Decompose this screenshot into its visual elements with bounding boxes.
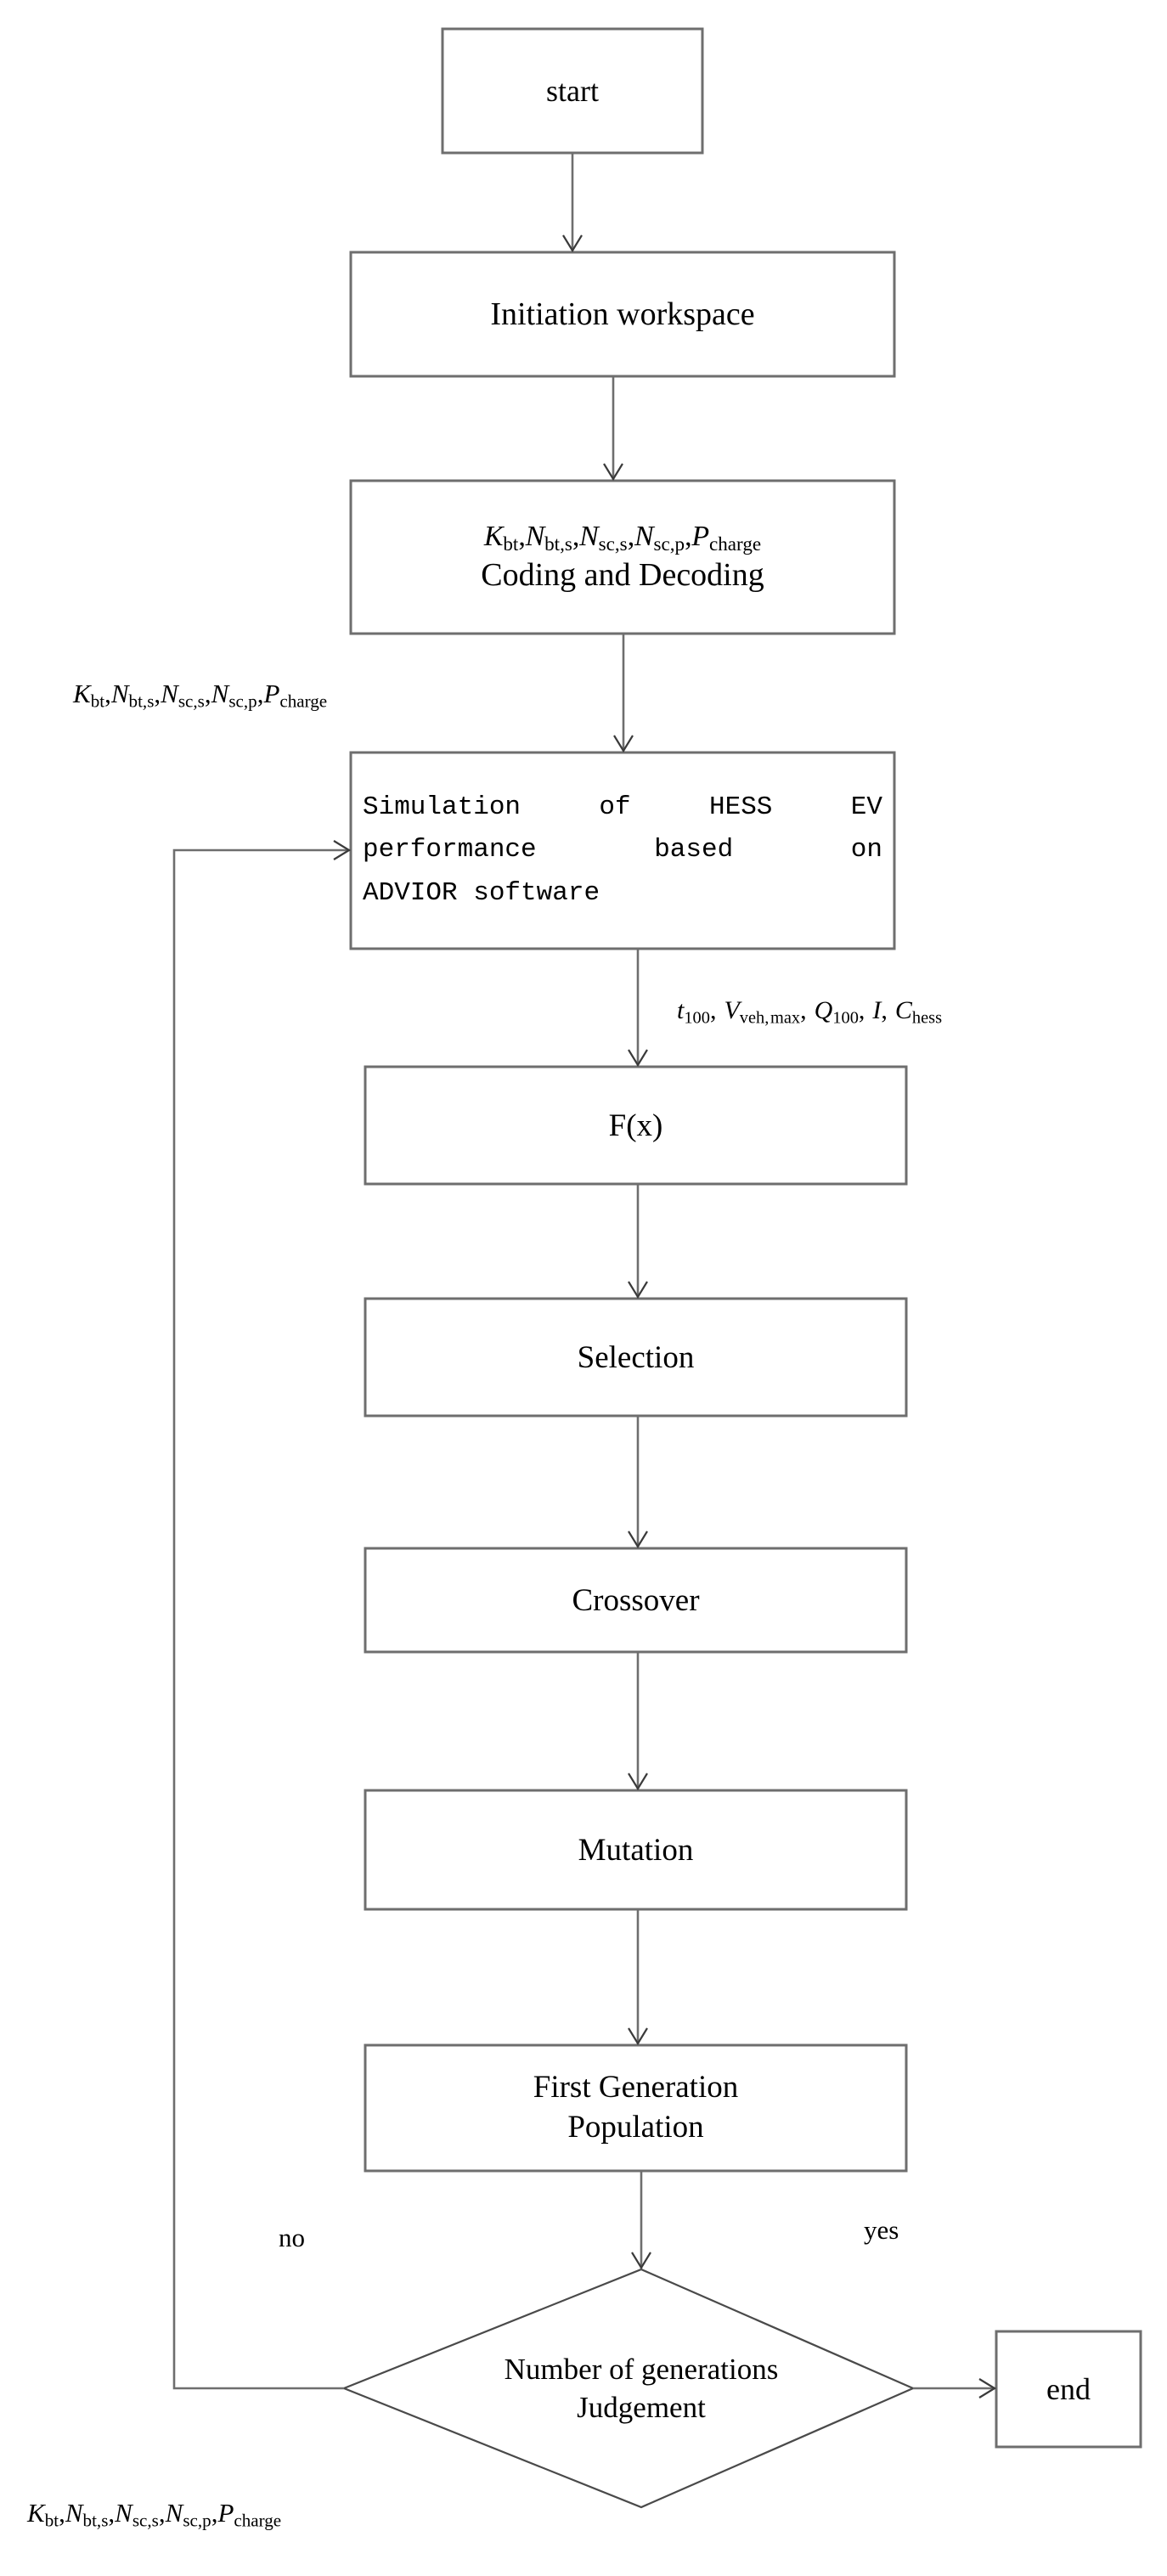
connector-population-to-judgement xyxy=(631,2171,651,2270)
node-label-coding: Kbt,Nbt,s,Nsc,s,Nsc,p,Pcharge Coding and… xyxy=(351,481,894,634)
connector-fitness-to-selection xyxy=(628,1184,648,1299)
connector-start-to-initiation xyxy=(562,153,583,253)
coding-variables-line: Kbt,Nbt,s,Nsc,s,Nsc,p,Pcharge xyxy=(483,521,762,555)
node-shape-population[interactable] xyxy=(364,2043,908,2173)
node-label-start: start xyxy=(546,74,599,108)
population-line-1: First Generation xyxy=(533,2070,739,2105)
node-label-fitness: F(x) xyxy=(608,1108,663,1143)
connector-judgement-yes-to-end xyxy=(913,2378,997,2398)
edge-label-final-outputs: Kbt,Nbt,s,Nsc,s,Nsc,p,Pcharge xyxy=(27,2498,282,2531)
connector-mutation-to-population xyxy=(628,1909,648,2046)
connector-coding-to-simulation xyxy=(613,634,634,753)
node-label-initiation: Initiation workspace xyxy=(490,296,755,332)
connector-crossover-to-mutation xyxy=(628,1652,648,1791)
node-shape-coding[interactable] xyxy=(349,479,896,635)
connector-simulation-to-fitness xyxy=(628,949,648,1068)
node-shape-judgement[interactable] xyxy=(341,2268,916,2509)
connector-initiation-to-coding xyxy=(603,376,623,482)
node-label-selection: Selection xyxy=(577,1339,695,1375)
node-shape-mutation[interactable] xyxy=(364,1789,908,1911)
node-shape-selection[interactable] xyxy=(364,1297,908,1418)
edge-label-simulation-outputs: t100,Vveh, max,Q100,I,Chess xyxy=(677,996,943,1028)
node-label-judgement: Number of generations Judgement xyxy=(386,2327,896,2450)
node-label-end: end xyxy=(1046,2372,1091,2406)
edge-label-yes: yes xyxy=(864,2215,899,2245)
judgement-line-2: Judgement xyxy=(577,2390,706,2424)
node-shape-simulation[interactable] xyxy=(349,751,896,950)
node-label-population: First Generation Population xyxy=(365,2045,906,2171)
node-shape-end[interactable] xyxy=(995,2330,1142,2449)
node-label-mutation: Mutation xyxy=(578,1832,694,1868)
node-shape-fitness[interactable] xyxy=(364,1065,908,1186)
node-label-crossover: Crossover xyxy=(572,1582,700,1618)
coding-main-label: Coding and Decoding xyxy=(481,557,764,593)
judgement-line-1: Number of generations xyxy=(504,2352,779,2386)
edge-label-coding-outputs: Kbt,Nbt,s,Nsc,s,Nsc,p,Pcharge xyxy=(73,679,328,712)
node-label-simulation: Simulation of HESS EV performance based … xyxy=(351,753,894,949)
connector-judgement-no-feedback xyxy=(172,840,352,2390)
simulation-line-3: ADVIOR software xyxy=(363,877,600,908)
edge-label-no: no xyxy=(279,2223,305,2252)
simulation-line-2: performance based on xyxy=(363,835,882,865)
connector-selection-to-crossover xyxy=(628,1416,648,1549)
simulation-line-1: Simulation of HESS EV xyxy=(363,792,882,823)
node-shape-crossover[interactable] xyxy=(364,1547,908,1654)
population-line-2: Population xyxy=(567,2110,704,2145)
node-shape-start[interactable] xyxy=(441,27,704,155)
node-shape-initiation[interactable] xyxy=(349,251,896,378)
